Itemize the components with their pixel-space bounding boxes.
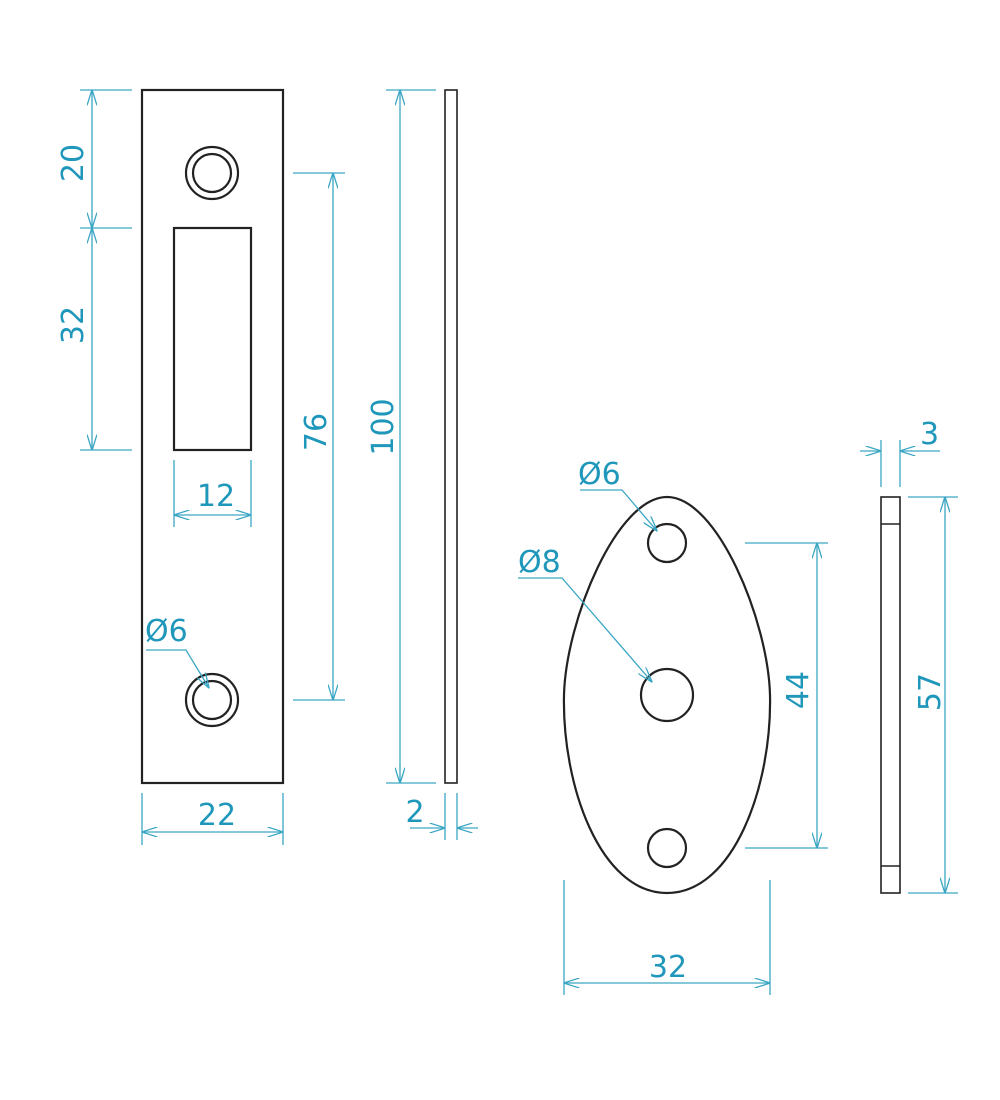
- escutcheon-height-dimension: 57: [908, 496, 958, 894]
- escutcheon-side-view: [880, 496, 901, 894]
- side-plate-thickness-dimension: 2: [405, 793, 478, 840]
- escutcheon-outline: [562, 495, 772, 895]
- escutcheon-hole-spacing-dimension: 44: [745, 542, 828, 849]
- strike-plate-slot: [172, 226, 253, 452]
- escutcheon-thickness-dimension: 3: [860, 417, 940, 487]
- escutcheon-bottom-hole: [646, 827, 688, 869]
- dim-label-diameter-6: Ø6: [145, 614, 188, 649]
- dim-label-44: 44: [781, 671, 816, 709]
- dim-label-2: 2: [405, 795, 424, 830]
- dim-label-76: 76: [299, 413, 334, 451]
- strike-plate-slot-width-dimension: 12: [173, 460, 252, 527]
- strike-plate-outline: [140, 88, 285, 785]
- escutcheon-center-hole-callout: Ø8: [518, 545, 652, 682]
- escutcheon-width-dimension: 32: [563, 880, 771, 995]
- side-plate-length-dimension: 100: [366, 89, 436, 784]
- dim-label-100: 100: [366, 398, 401, 455]
- dim-label-escutcheon-32: 32: [649, 950, 687, 985]
- dim-label-20: 20: [56, 144, 91, 182]
- escutcheon-small-hole-callout: Ø6: [578, 457, 657, 531]
- dim-label-57: 57: [913, 673, 948, 711]
- dim-label-32-slot: 32: [56, 306, 91, 344]
- strike-plate-hole-diameter-callout: Ø6: [145, 614, 209, 688]
- strike-plate-front-view: [140, 88, 285, 785]
- escutcheon-front-view: [562, 495, 772, 895]
- bottom-screw-hole: [184, 672, 240, 728]
- strike-plate-hole-spacing-dimension: 76: [293, 172, 345, 701]
- escutcheon-top-hole: [646, 522, 688, 564]
- top-screw-hole: [184, 145, 240, 201]
- strike-plate-width-dimension: 22: [141, 793, 284, 845]
- dim-label-diameter-8: Ø8: [518, 545, 561, 580]
- dim-label-12: 12: [197, 479, 235, 514]
- dim-label-3: 3: [920, 417, 939, 452]
- side-plate-outline: [444, 89, 458, 784]
- strike-plate-side-view: [444, 89, 458, 784]
- dim-label-escutcheon-diameter-6: Ø6: [578, 457, 621, 492]
- dim-label-22: 22: [198, 798, 236, 833]
- strike-plate-left-dimensions: 20 32: [56, 89, 132, 451]
- escutcheon-side-outline: [880, 496, 901, 894]
- escutcheon-center-hole: [639, 667, 695, 723]
